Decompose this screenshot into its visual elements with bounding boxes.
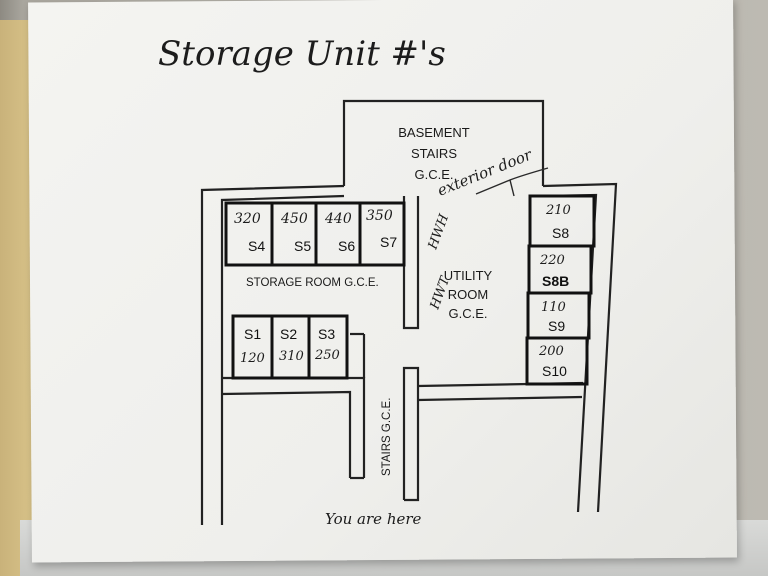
unit-s4-label: S4 (248, 238, 265, 254)
unit-s9-number: 110 (541, 300, 566, 315)
unit-s2-number: 310 (279, 349, 304, 364)
unit-s5-label: S5 (294, 238, 311, 254)
outer-wall-right (542, 182, 618, 513)
stairs-label: STAIRS G.C.E. (381, 398, 393, 476)
hwh-note: HWH (425, 212, 452, 253)
unit-s9-label: S9 (548, 318, 565, 334)
unit-s8b-label: S8B (542, 273, 569, 289)
storage-room-label: STORAGE ROOM G.C.E. (246, 277, 379, 289)
handwritten-title: Storage Unit #'s (158, 34, 446, 74)
unit-s7-number: 350 (366, 208, 393, 224)
outer-wall-left (200, 184, 345, 525)
utility-room-line1: UTILITY (444, 268, 493, 283)
unit-s6-label: S6 (338, 238, 355, 254)
basement-stairs-line3: G.C.E. (414, 167, 453, 182)
unit-group-right: 210 S8 220 S8B 110 S9 200 S10 (525, 194, 596, 386)
unit-s7-label: S7 (380, 234, 397, 250)
unit-group-bottom: S1 S2 S3 120 310 250 (231, 314, 349, 380)
basement-stairs-wall (342, 99, 545, 186)
unit-group-top: 320 450 440 350 S4 S5 S6 S7 (224, 201, 406, 267)
unit-s10-label: S10 (542, 363, 567, 379)
utility-room-line2: ROOM (448, 287, 488, 302)
unit-s10-number: 200 (538, 344, 564, 359)
unit-s8-label: S8 (552, 225, 569, 241)
unit-s4-number: 320 (234, 211, 261, 227)
you-are-here-note: You are here (325, 510, 422, 528)
unit-s3-number: 250 (314, 348, 340, 363)
unit-s5-number: 450 (280, 211, 308, 227)
unit-row-bottom-frame (231, 314, 349, 380)
exterior-door-mark (475, 167, 549, 197)
basement-stairs-line2: STAIRS (411, 146, 457, 161)
unit-s1-number: 120 (240, 351, 265, 366)
inner-wall-left (220, 194, 345, 525)
partition-upper (402, 196, 420, 330)
unit-s8-number: 210 (545, 203, 571, 218)
partition-lower (402, 366, 420, 502)
unit-s6-number: 440 (324, 211, 352, 227)
unit-s10-box (525, 336, 589, 386)
utility-room-line3: G.C.E. (448, 306, 487, 321)
lower-left-wall-b (221, 390, 352, 478)
unit-s8b-number: 220 (539, 253, 565, 268)
lower-right-wall-b (417, 395, 583, 402)
unit-s2-label: S2 (280, 326, 297, 342)
basement-stairs-line1: BASEMENT (398, 125, 470, 140)
unit-s3-label: S3 (318, 326, 335, 342)
unit-s1-label: S1 (244, 326, 261, 342)
